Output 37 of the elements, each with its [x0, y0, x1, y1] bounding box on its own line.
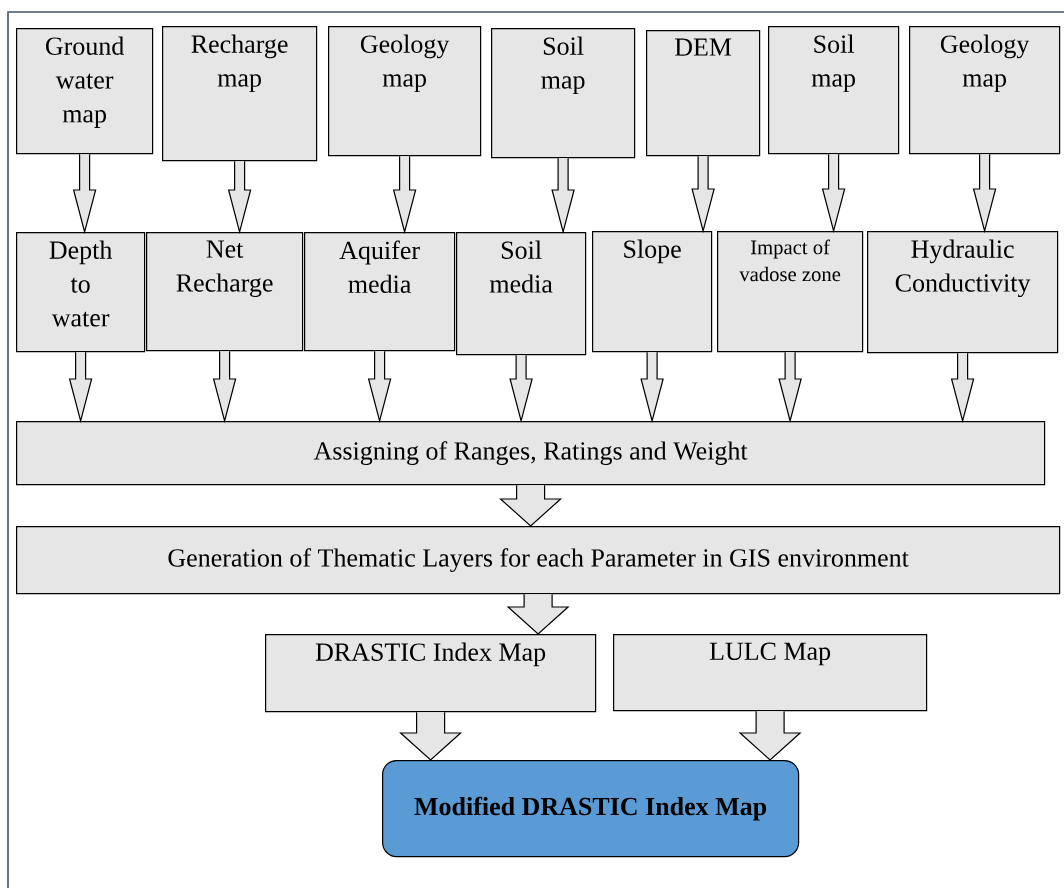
block-arrow [972, 153, 997, 234]
block-arrow [778, 351, 802, 424]
parameter-box: Soil media [456, 232, 587, 356]
result-box: Modified DRASTIC Index Map [382, 760, 800, 858]
map-box: DRASTIC Index Map [265, 634, 597, 713]
block-arrow [227, 160, 252, 235]
input-map-box: Soil map [491, 28, 636, 159]
block-arrow [506, 593, 570, 635]
input-map-box: Soil map [768, 26, 900, 155]
input-map-box: Geology map [909, 26, 1061, 155]
parameter-box: Depth to water [16, 232, 146, 353]
input-map-box: DEM [646, 30, 761, 157]
map-box: LULC Map [613, 634, 928, 712]
block-arrow [212, 350, 237, 424]
block-arrow [399, 711, 463, 761]
block-arrow [950, 352, 975, 424]
block-arrow [691, 155, 715, 234]
process-box: Generation of Thematic Layers for each Parameter in GIS environment [16, 526, 1061, 595]
parameter-box: Hydraulic Conductivity [867, 231, 1059, 354]
parameter-box: Slope [592, 231, 713, 353]
input-map-box: Recharge map [162, 26, 318, 162]
parameter-box: Net Recharge [146, 232, 304, 352]
block-arrow [72, 153, 97, 235]
block-arrow [392, 155, 417, 235]
input-map-box: Geology map [328, 26, 482, 157]
block-arrow [821, 153, 846, 234]
block-arrow [367, 350, 392, 424]
block-arrow [640, 351, 664, 424]
block-arrow [551, 157, 575, 235]
block-arrow [68, 351, 93, 424]
block-arrow [499, 484, 563, 527]
parameter-box: Aquifer media [304, 232, 456, 352]
parameter-box: Impact of vadose zone [717, 231, 864, 353]
block-arrow [738, 710, 802, 761]
input-map-box: Ground water map [16, 28, 154, 155]
block-arrow [509, 354, 533, 424]
process-box: Assigning of Ranges, Ratings and Weight [16, 421, 1046, 486]
